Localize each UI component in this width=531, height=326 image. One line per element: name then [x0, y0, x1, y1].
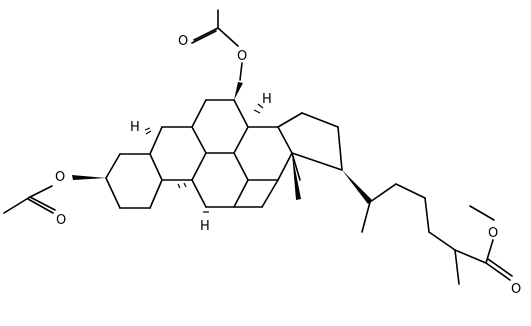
- bond: [277, 126, 293, 154]
- stereo-hydrogens: H H H: [130, 92, 272, 234]
- bond: [191, 30, 217, 44]
- atom-label-h: H: [130, 120, 140, 135]
- atom-label-o: O: [511, 282, 521, 297]
- wedge-bond: [72, 175, 106, 180]
- bond: [395, 183, 426, 199]
- hash-bond: [177, 183, 181, 189]
- hash-bond: [257, 103, 264, 109]
- bond: [193, 27, 219, 41]
- atom-label-o: O: [56, 213, 66, 228]
- acetate-left: O O: [3, 170, 66, 228]
- bond: [361, 201, 371, 233]
- bond: [149, 179, 163, 209]
- bond: [301, 112, 339, 128]
- bond: [485, 262, 511, 281]
- bond: [424, 197, 430, 233]
- bond: [454, 249, 487, 264]
- bond: [149, 126, 163, 155]
- bond: [291, 152, 301, 181]
- atom-label-o: O: [55, 170, 65, 185]
- bond: [233, 179, 249, 208]
- bond: [485, 239, 494, 264]
- atom-label-h: H: [200, 219, 210, 234]
- bond: [233, 126, 249, 154]
- bond: [454, 249, 460, 285]
- ring-d: [277, 112, 343, 200]
- acetate-top: O O: [178, 9, 247, 81]
- bond: [369, 183, 397, 203]
- bond: [27, 198, 54, 214]
- bond: [191, 126, 207, 154]
- bond: [469, 205, 495, 221]
- bond: [277, 152, 293, 181]
- atom-label-o: O: [237, 49, 247, 64]
- wedge-bond: [234, 82, 243, 100]
- bond: [191, 179, 207, 208]
- bond: [191, 152, 207, 181]
- atom-label-o: O: [488, 226, 498, 241]
- bond: [337, 126, 343, 171]
- bond: [233, 152, 249, 181]
- bond: [277, 112, 303, 128]
- bond: [149, 153, 163, 181]
- bond: [428, 231, 456, 251]
- side-chain: O O: [342, 170, 521, 297]
- bond: [217, 27, 239, 47]
- hash-bond: [145, 130, 152, 135]
- hash-bond: [183, 182, 187, 188]
- bond: [191, 99, 207, 128]
- wedge-bond: [292, 153, 301, 200]
- bond: [105, 153, 121, 179]
- bond: [105, 177, 121, 209]
- wedge-bond: [342, 170, 372, 204]
- bond: [239, 62, 243, 81]
- bond: [29, 185, 53, 198]
- bond: [3, 196, 31, 214]
- hash-bond: [144, 127, 151, 131]
- ring-c: [191, 126, 293, 208]
- bond: [233, 99, 249, 128]
- bond: [487, 258, 513, 277]
- bond: [29, 196, 56, 211]
- ring-a: [72, 153, 163, 209]
- ring-b: [149, 82, 249, 181]
- bond: [261, 179, 279, 208]
- bond: [291, 152, 343, 171]
- atom-label-o: O: [178, 34, 188, 49]
- atom-label-h: H: [262, 92, 272, 107]
- hash-bond: [253, 109, 261, 114]
